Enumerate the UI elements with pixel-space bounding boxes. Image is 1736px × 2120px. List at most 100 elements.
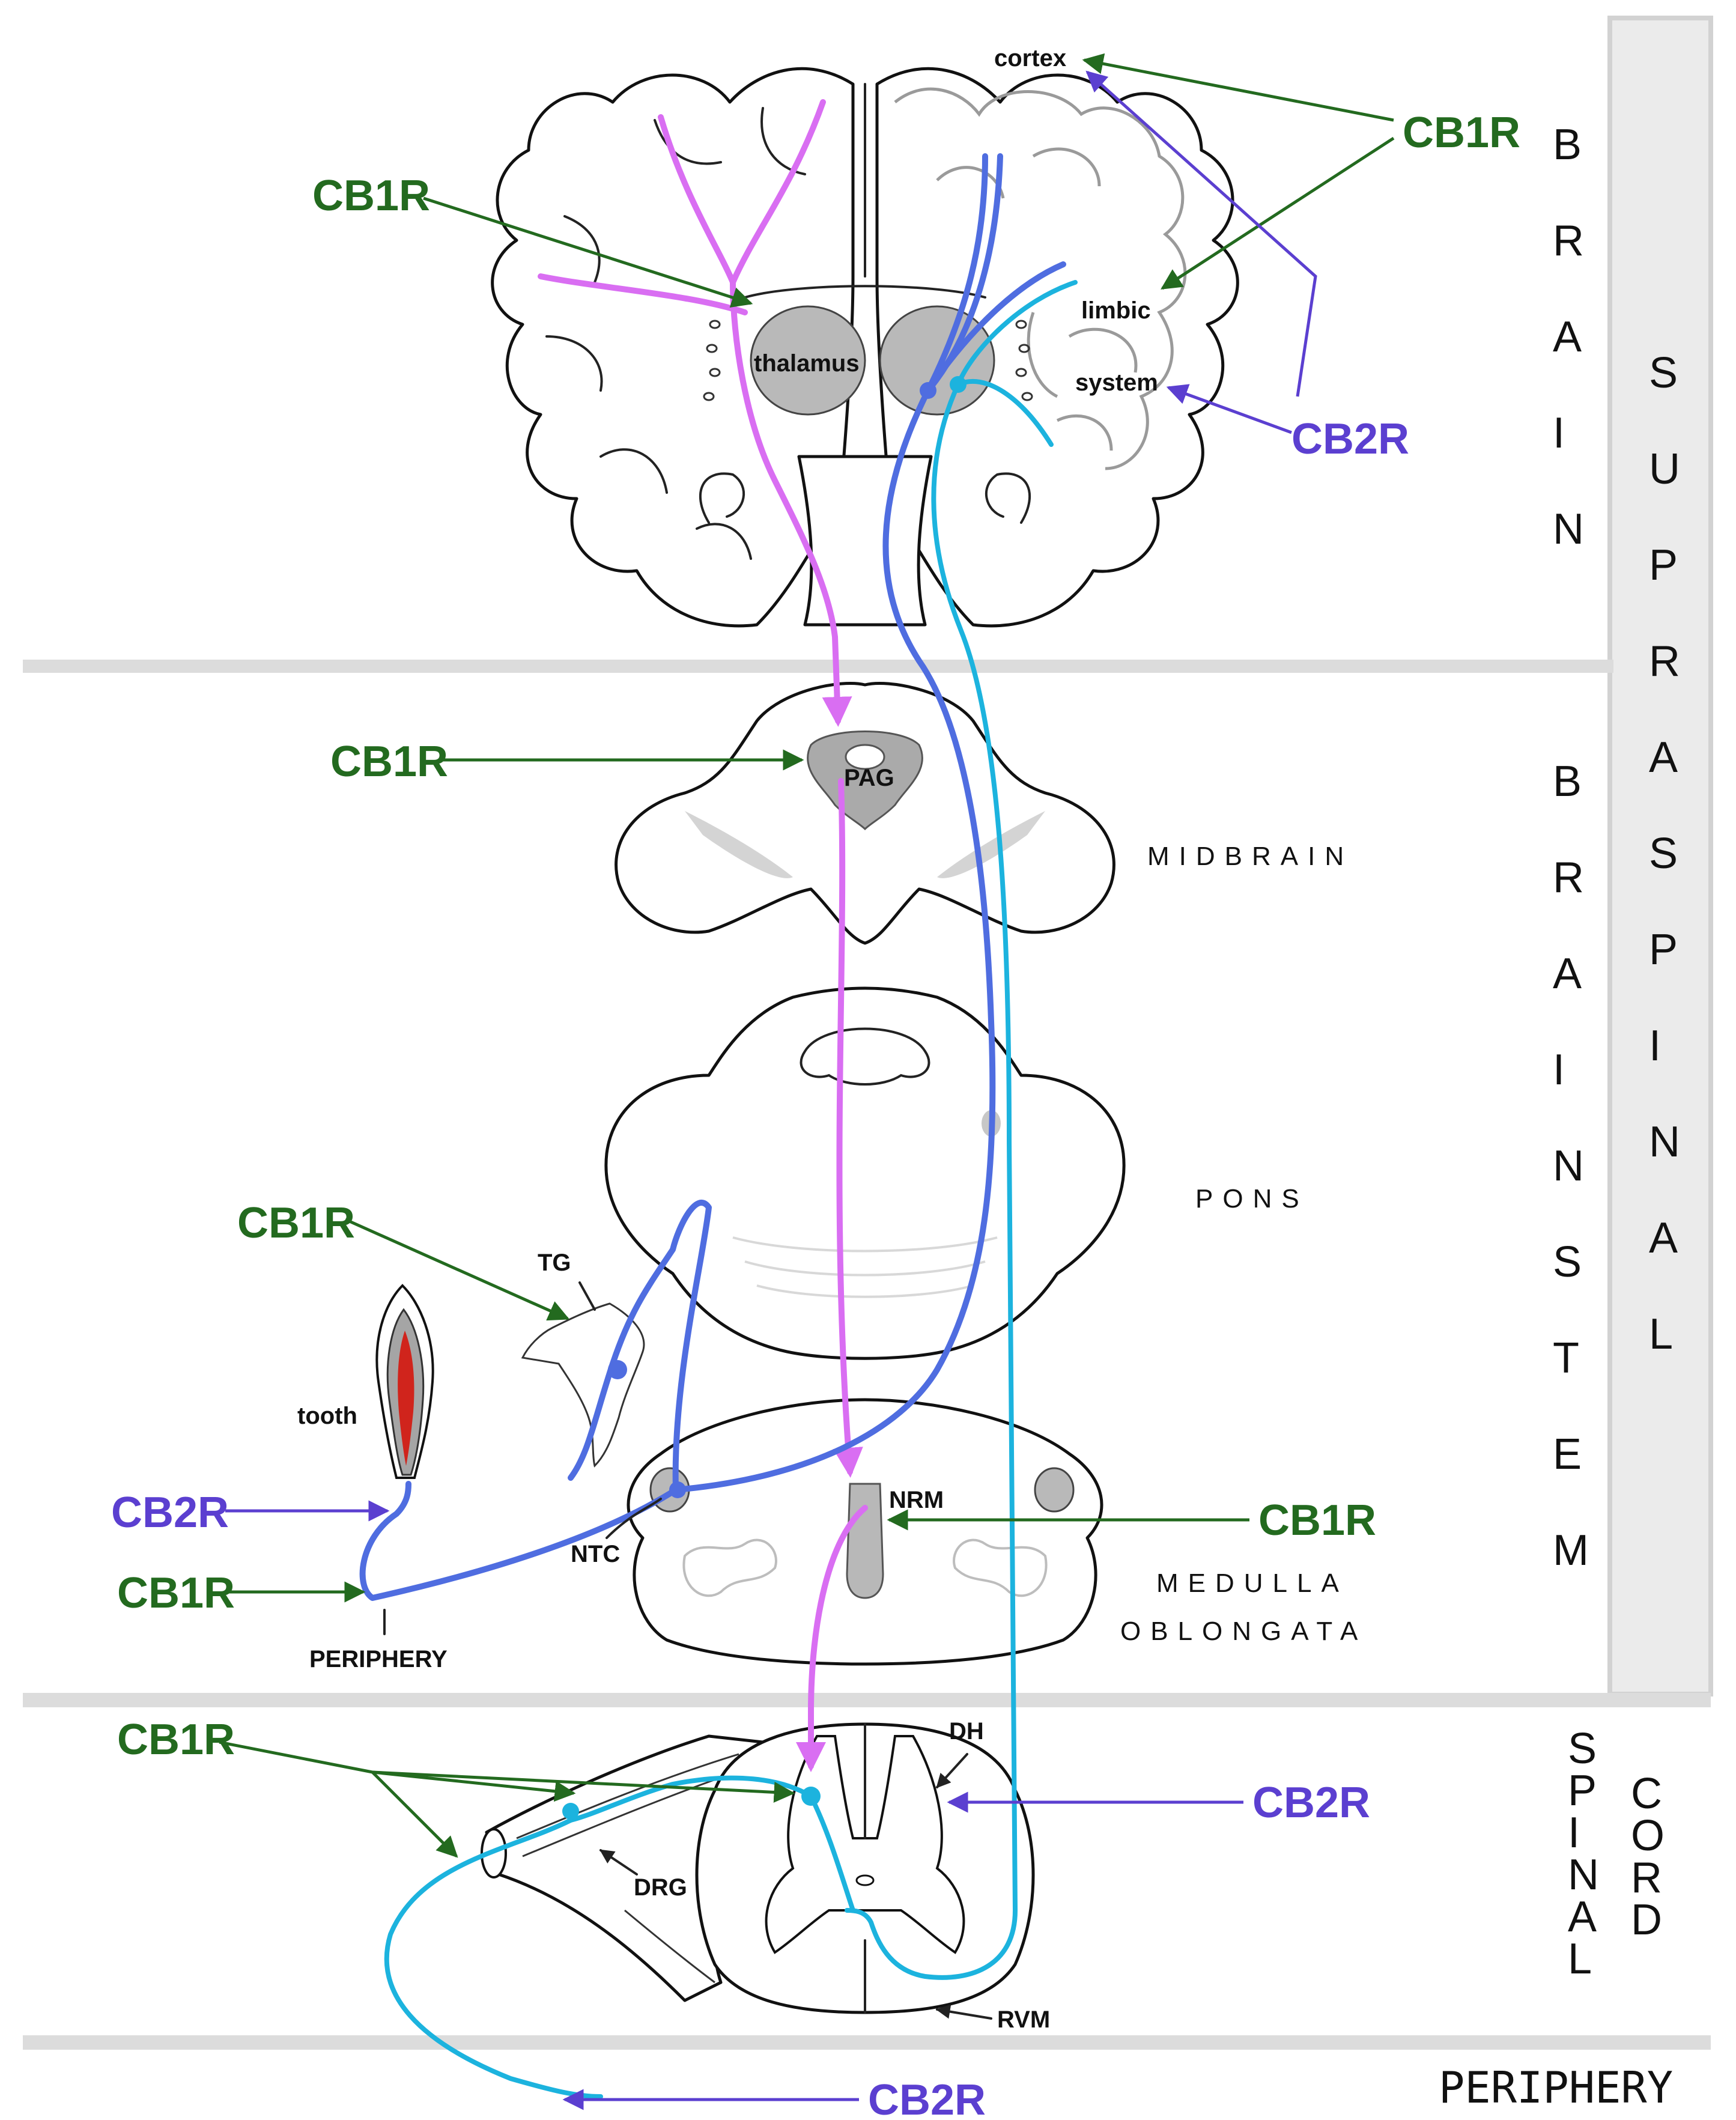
- left-sulci: [545, 107, 806, 560]
- leader-dh: [936, 1753, 968, 1788]
- arrow-cb1r-spinal-dh: [372, 1770, 795, 1803]
- medulla-olive-left: [682, 1538, 777, 1597]
- label-medulla: MEDULLA: [1156, 1569, 1349, 1598]
- root-fibers: [516, 1753, 739, 1984]
- brain-brainstem-divider: [23, 660, 1613, 673]
- pathways: [359, 99, 1078, 2099]
- cb1r-label-cortex-limbic: CB1R: [1403, 109, 1520, 157]
- brainstem-letter: M: [1553, 1526, 1589, 1575]
- cord-letter: R: [1631, 1854, 1662, 1902]
- supraspinal-letter: S: [1649, 830, 1678, 878]
- spinal-periphery-divider: [23, 2035, 1711, 2050]
- spinal-letter: S: [1568, 1725, 1597, 1773]
- brainstem-trunk: [797, 455, 933, 627]
- pons-outline: [604, 986, 1126, 1360]
- brainstem-letter: N: [1553, 1142, 1584, 1190]
- label-cortex: cortex: [994, 45, 1066, 71]
- section-label-cord: C O R D: [1631, 1770, 1665, 1944]
- structure-labels: cortex limbic system thalamus PAG MIDBRA…: [297, 45, 1358, 2033]
- supraspinal-letter: I: [1649, 1022, 1661, 1070]
- brainstem-spinal-divider: [23, 1693, 1711, 1707]
- arrow-cb1r-spinal-drg: [219, 1740, 576, 1802]
- leader-rvm: [935, 2004, 992, 2020]
- leader-drg: [599, 1849, 638, 1876]
- section-label-spinal: S P I N A L: [1568, 1725, 1599, 1983]
- internal-capsule-dots: [703, 320, 1033, 401]
- label-tg: TG: [538, 1250, 571, 1276]
- brain-letter: B: [1553, 121, 1582, 169]
- brainstem-letter: E: [1553, 1430, 1582, 1478]
- supraspinal-band: [1607, 16, 1713, 1696]
- cb1r-label-nrm: CB1R: [1258, 1496, 1376, 1544]
- magenta-pathway-branch-left: [538, 273, 748, 315]
- blue-pathway-to-periphery: [359, 1481, 679, 1601]
- spinal-cord-section: [481, 1722, 1035, 2014]
- arrow-cb1r-to-cortex: [1082, 53, 1394, 122]
- brain-letter: N: [1553, 505, 1584, 553]
- arrow-cb1r-to-thalamus: [423, 196, 753, 308]
- label-nrm: NRM: [889, 1487, 944, 1513]
- supraspinal-letter: A: [1649, 1214, 1678, 1262]
- brainstem-letter: T: [1553, 1334, 1579, 1382]
- arrow-cb2r-to-cortex: [1085, 70, 1317, 397]
- label-pag: PAG: [844, 765, 894, 791]
- supraspinal-letter: R: [1649, 637, 1680, 685]
- arrow-cb1r-to-limbic: [1161, 136, 1395, 290]
- spinal-letter: A: [1568, 1893, 1597, 1941]
- receptor-labels: CB1R CB1R CB2R CB1R CB1R CB2R CB1R CB1R …: [111, 109, 1520, 2120]
- trigeminal-ganglion: [521, 1302, 645, 1468]
- brain-section: [491, 67, 1239, 628]
- cb1r-label-pag: CB1R: [330, 738, 448, 786]
- substantia-nigra-right: [937, 811, 1045, 878]
- cord-letter: D: [1631, 1896, 1662, 1944]
- label-ntc: NTC: [571, 1541, 620, 1567]
- medulla-olive-right: [953, 1538, 1048, 1597]
- tooth: [375, 1284, 434, 1479]
- section-label-brain: B R A I N: [1553, 121, 1584, 553]
- supraspinal-letter: S: [1649, 349, 1678, 397]
- right-temporal-horn: [985, 472, 1031, 524]
- cb2r-label-brain: CB2R: [1291, 415, 1409, 463]
- blue-neuron-ntc: [669, 1481, 686, 1498]
- blue-neuron-tg: [608, 1360, 627, 1379]
- thalamus-right: [879, 305, 995, 416]
- cyan-neuron-thalamus: [950, 376, 967, 393]
- spinal-letter: P: [1568, 1767, 1597, 1815]
- blue-pathway-descending: [673, 387, 996, 1493]
- cb2r-label-dh: CB2R: [1252, 1779, 1370, 1827]
- nrm-nucleus: [846, 1483, 884, 1599]
- brainstem-letter: R: [1553, 854, 1584, 902]
- section-label-brainstem: B R A I N S T E M: [1553, 758, 1589, 1575]
- right-cortex-gyri: [894, 87, 1187, 470]
- spinal-letter: I: [1568, 1809, 1580, 1857]
- cyan-neuron-drg: [562, 1803, 579, 1820]
- annotation-arrows: [219, 53, 1395, 2110]
- section-bands: [23, 16, 1713, 2050]
- supraspinal-letter: L: [1649, 1310, 1673, 1358]
- label-limbic: limbic: [1081, 297, 1151, 324]
- ntc-nucleus-right: [1034, 1467, 1075, 1513]
- brainstem-letter: B: [1553, 758, 1582, 806]
- cb1r-label-spinal: CB1R: [117, 1716, 235, 1764]
- left-temporal-horn: [699, 472, 745, 524]
- pag-nucleus: [807, 730, 923, 831]
- cb2r-label-trigeminal: CB2R: [111, 1489, 229, 1537]
- tooth-pulp: [398, 1331, 414, 1466]
- arrow-cb1r-spinal-root: [371, 1771, 458, 1858]
- brainstem-letter: I: [1553, 1046, 1565, 1094]
- supraspinal-letter: P: [1649, 926, 1678, 974]
- cyan-pathway-descending: [845, 382, 1018, 1980]
- arrow-cb1r-to-tg: [344, 1218, 570, 1321]
- thalamus-left: [750, 305, 866, 416]
- aqueduct: [845, 744, 885, 770]
- section-label-supraspinal: S U P R A S P I N A L: [1649, 349, 1680, 1358]
- supraspinal-letter: P: [1649, 541, 1678, 589]
- supraspinal-letter: U: [1649, 445, 1680, 493]
- corpus-callosum: [744, 285, 986, 299]
- cb1r-label-trigeminal-periphery: CB1R: [117, 1569, 235, 1617]
- label-pons: PONS: [1195, 1184, 1309, 1213]
- magenta-pathway-descending: [730, 279, 852, 727]
- label-dh: DH: [949, 1718, 984, 1745]
- brainstem-letter: S: [1553, 1238, 1582, 1286]
- magenta-pathway-nrm-dh: [796, 1505, 868, 1772]
